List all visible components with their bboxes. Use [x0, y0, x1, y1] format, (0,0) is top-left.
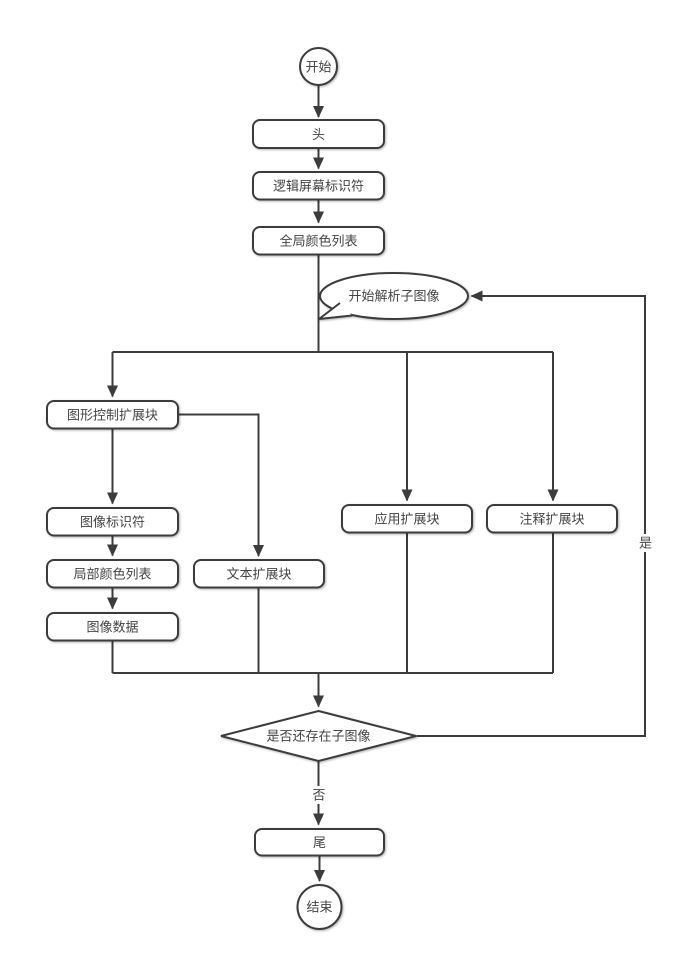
image-data-node: [46, 612, 179, 642]
yes-edge-label: 是: [639, 536, 652, 551]
end-node: [296, 884, 343, 930]
edges: [107, 85, 646, 882]
edge-gce-to-text-extension: [178, 413, 264, 557]
yes-label-background: [637, 534, 654, 552]
graphic-control-extension-node: [46, 400, 179, 430]
trailer-node: [254, 828, 385, 857]
logical-screen-descriptor-label: 逻辑屏幕标识符: [273, 179, 364, 194]
image-descriptor-label: 图像标识符: [80, 515, 145, 530]
start-label: 开始: [305, 60, 331, 75]
global-color-table-label: 全局颜色列表: [279, 234, 357, 249]
header-label: 头: [312, 127, 325, 142]
callout-tail: [318, 302, 353, 320]
start-node: [299, 47, 338, 86]
graphic-control-extension-label: 图形控制扩展块: [67, 408, 158, 423]
subimage-decision-label: 是否还存在子图像: [266, 729, 370, 744]
header-node: [252, 119, 385, 149]
logical-screen-descriptor-node: [252, 171, 385, 201]
application-extension-label: 应用扩展块: [374, 512, 439, 527]
local-color-table-label: 局部颜色列表: [73, 567, 151, 582]
parse-subimage-callout-node: [319, 272, 469, 320]
node-labels: 开始 头 逻辑屏幕标识符 全局颜色列表 开始解析子图像 图形控制扩展块 图像标识…: [67, 60, 585, 915]
text-extension-label: 文本扩展块: [226, 567, 291, 582]
nodes: [46, 47, 618, 930]
trailer-label: 尾: [313, 835, 326, 850]
end-label: 结束: [306, 900, 332, 915]
application-extension-node: [341, 504, 473, 534]
no-edge-label: 否: [312, 788, 325, 803]
comment-extension-label: 注释扩展块: [519, 512, 584, 527]
comment-extension-node: [486, 504, 618, 534]
edge-decision-yes-loop: [416, 290, 646, 737]
subimage-decision-node: [220, 709, 417, 763]
global-color-table-node: [252, 226, 385, 256]
image-data-label: 图像数据: [86, 620, 138, 635]
parse-subimage-callout-label: 开始解析子图像: [348, 289, 439, 304]
text-extension-node: [193, 559, 325, 589]
local-color-table-node: [46, 559, 179, 589]
edge-labels: 否 是: [310, 534, 654, 804]
image-descriptor-node: [46, 507, 179, 537]
no-label-background: [310, 786, 328, 804]
